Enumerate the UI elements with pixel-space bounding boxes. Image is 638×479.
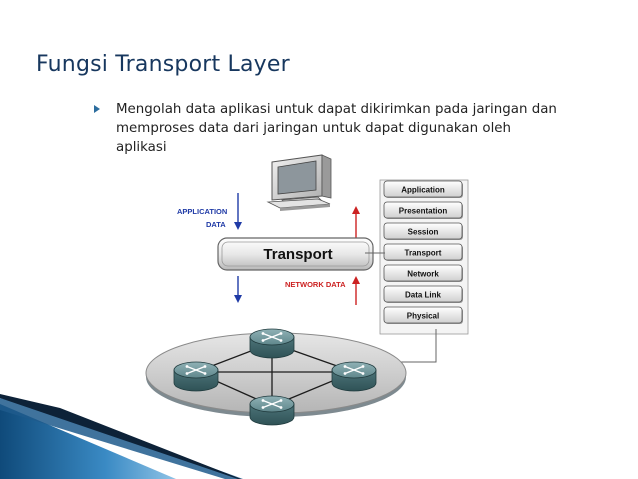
decorative-swoosh [0,394,243,479]
osi-layer-label: Application [401,186,445,195]
transport-bar: Transport [217,237,374,271]
arrow-down-icon [234,193,242,230]
arrow-up-icon [352,206,360,238]
osi-layer-label: Data Link [405,291,442,300]
slide-title: Fungsi Transport Layer [36,52,290,77]
bullet-arrow-icon [94,105,100,113]
router-icon [331,361,377,392]
osi-stack: ApplicationPresentationSessionTransportN… [383,180,463,324]
osi-layer-label: Session [408,228,439,237]
router-icon [249,395,295,426]
network-cloud [145,332,407,417]
application-data-label-line2: DATA [206,220,226,229]
router-icon [249,328,295,359]
osi-layer-label: Network [407,270,439,279]
arrow-up-icon [352,276,360,305]
osi-layer-data-link: Data Link [383,285,463,303]
bullet-item: Mengolah data aplikasi untuk dapat dikir… [94,100,630,157]
osi-layer-network: Network [383,264,463,282]
osi-layer-transport: Transport [383,243,463,261]
osi-layer-label: Transport [405,249,442,258]
bullet-text: Mengolah data aplikasi untuk dapat dikir… [116,102,557,155]
osi-layer-session: Session [383,222,463,240]
osi-layer-presentation: Presentation [383,201,463,219]
osi-layer-application: Application [383,180,463,198]
network-data-label: NETWORK DATA [285,280,346,289]
application-data-label-line1: APPLICATION [177,207,227,216]
routers [173,328,377,426]
osi-layer-physical: Physical [383,306,463,324]
router-icon [173,361,219,392]
transport-label: Transport [263,246,332,263]
computer-icon [266,154,332,211]
arrow-down-icon [234,276,242,303]
connector-line [398,329,437,363]
osi-layer-label: Presentation [399,207,448,216]
osi-layer-label: Physical [407,312,439,321]
